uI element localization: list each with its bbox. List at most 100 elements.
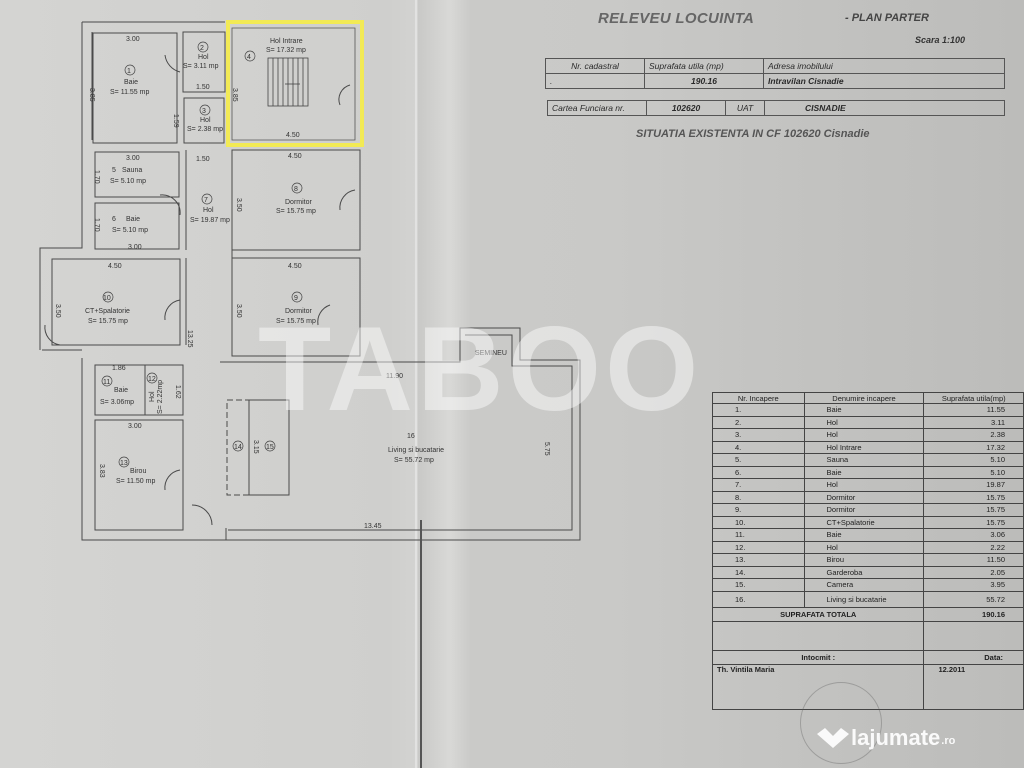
uat-value: CISNADIE — [764, 100, 1005, 116]
svg-text:1.50: 1.50 — [196, 156, 210, 163]
svg-text:S= 2.38 mp: S= 2.38 mp — [187, 126, 223, 133]
svg-text:8: 8 — [294, 186, 298, 193]
svg-text:5.75: 5.75 — [543, 442, 550, 456]
svg-text:1.70: 1.70 — [93, 218, 100, 232]
svg-text:4: 4 — [247, 54, 251, 61]
uat-label: UAT — [725, 100, 765, 116]
svg-text:S= 3.06mp: S= 3.06mp — [100, 399, 134, 406]
handshake-logo-icon — [817, 728, 849, 748]
svg-text:4.50: 4.50 — [288, 153, 302, 160]
svg-text:Hol: Hol — [198, 54, 209, 61]
svg-text:Dormitor: Dormitor — [285, 199, 313, 206]
lajumate-logo: lajumate .ro — [815, 725, 955, 751]
brand-tld: .ro — [941, 735, 956, 747]
svg-text:3.00: 3.00 — [126, 36, 140, 43]
svg-text:1.50: 1.50 — [196, 84, 210, 91]
col-nr: Nr. Incapere — [712, 392, 805, 404]
svg-text:4.50: 4.50 — [288, 263, 302, 270]
svg-text:Hol: Hol — [200, 117, 211, 124]
carte-funciara-table: Cartea Funciara nr. 102620 UAT CISNADIE — [547, 100, 1005, 116]
scale-label: Scara 1:100 — [915, 35, 966, 45]
svg-text:S= 19.87 mp: S= 19.87 mp — [190, 217, 230, 224]
header-adresa: Adresa imobilului — [763, 58, 1005, 74]
room-1-outline — [92, 32, 178, 144]
svg-text:Baie: Baie — [114, 387, 128, 394]
stairs-icon — [267, 57, 309, 107]
svg-text:Baie: Baie — [124, 79, 138, 86]
svg-text:13.25: 13.25 — [186, 330, 193, 348]
svg-text:15: 15 — [266, 444, 274, 451]
total-row: SUPRAFATA TOTALA 190.16 — [711, 606, 1024, 622]
col-suprafata: Suprafata utila(mp) — [923, 392, 1024, 404]
svg-text:Baie: Baie — [126, 216, 140, 223]
svg-text:Hol Intrare: Hol Intrare — [270, 38, 303, 45]
svg-text:13: 13 — [120, 460, 128, 467]
svg-text:13.45: 13.45 — [364, 523, 382, 530]
svg-text:S= 15.75 mp: S= 15.75 mp — [88, 318, 128, 325]
svg-text:3.83: 3.83 — [98, 464, 105, 478]
data-label: Data: — [923, 649, 1024, 665]
carte-funciara-value: 102620 — [646, 100, 726, 116]
svg-text:1: 1 — [127, 68, 131, 75]
svg-text:4.50: 4.50 — [108, 263, 122, 270]
total-value: 190.16 — [923, 606, 1024, 622]
svg-text:SEMINEU: SEMINEU — [475, 350, 507, 357]
svg-text:CT+Spalatorie: CT+Spalatorie — [85, 308, 130, 315]
col-denumire: Denumire incapere — [803, 392, 925, 404]
svg-text:S= 5.10 mp: S= 5.10 mp — [110, 178, 146, 185]
cadastral-info-table: Nr. cadastral Suprafata utila (mp) Adres… — [545, 58, 1005, 89]
svg-text:3.00: 3.00 — [126, 155, 140, 162]
rooms-table: Nr. Incapere Denumire incapere Suprafata… — [711, 392, 1024, 710]
svg-text:3.00: 3.00 — [128, 423, 142, 430]
svg-text:12: 12 — [148, 376, 156, 383]
header-nr-cadastral: Nr. cadastral — [545, 58, 645, 74]
svg-text:3.50: 3.50 — [235, 304, 242, 318]
svg-text:3.85: 3.85 — [231, 88, 238, 102]
svg-text:S= 15.75 mp: S= 15.75 mp — [276, 208, 316, 215]
author-name: Th. Vintila Maria — [711, 663, 925, 710]
value-nr-cadastral: . — [545, 73, 645, 89]
paper-fold-shadow — [418, 0, 448, 768]
document-title: RELEVEU LOCUINTA — [598, 10, 755, 27]
svg-text:Dormitor: Dormitor — [285, 308, 313, 315]
svg-text:S= 5.10 mp: S= 5.10 mp — [112, 227, 148, 234]
svg-text:3.15: 3.15 — [252, 440, 259, 454]
svg-text:Birou: Birou — [130, 468, 146, 475]
svg-text:S= 55.72 mp: S= 55.72 mp — [394, 457, 434, 464]
svg-text:14: 14 — [234, 444, 242, 451]
svg-text:3.85: 3.85 — [88, 88, 95, 102]
value-adresa: Intravilan Cisnadie — [763, 73, 1005, 89]
carte-funciara-label: Cartea Funciara nr. — [547, 100, 647, 116]
svg-text:1.86: 1.86 — [112, 365, 126, 372]
svg-text:7: 7 — [204, 197, 208, 204]
svg-text:4.50: 4.50 — [286, 132, 300, 139]
svg-text:S= 2.22mp: S= 2.22mp — [157, 380, 164, 414]
stamp-seal — [800, 682, 882, 764]
svg-text:S= 15.75 mp: S= 15.75 mp — [276, 318, 316, 325]
svg-text:3: 3 — [202, 108, 206, 115]
svg-text:1.59: 1.59 — [172, 114, 179, 128]
svg-text:5: 5 — [112, 167, 116, 174]
svg-text:Living si bucatarie: Living si bucatarie — [388, 447, 444, 454]
svg-text:11.90: 11.90 — [386, 373, 403, 380]
paper-fold-line — [415, 0, 417, 768]
svg-text:1.62: 1.62 — [174, 385, 181, 399]
svg-text:S= 3.11 mp: S= 3.11 mp — [183, 63, 219, 70]
svg-text:10: 10 — [103, 295, 111, 302]
paper-crease — [420, 520, 422, 768]
situatia-existenta: SITUATIA EXISTENTA IN CF 102620 Cisnadie — [636, 128, 870, 140]
svg-text:S= 17.32 mp: S= 17.32 mp — [266, 47, 306, 54]
